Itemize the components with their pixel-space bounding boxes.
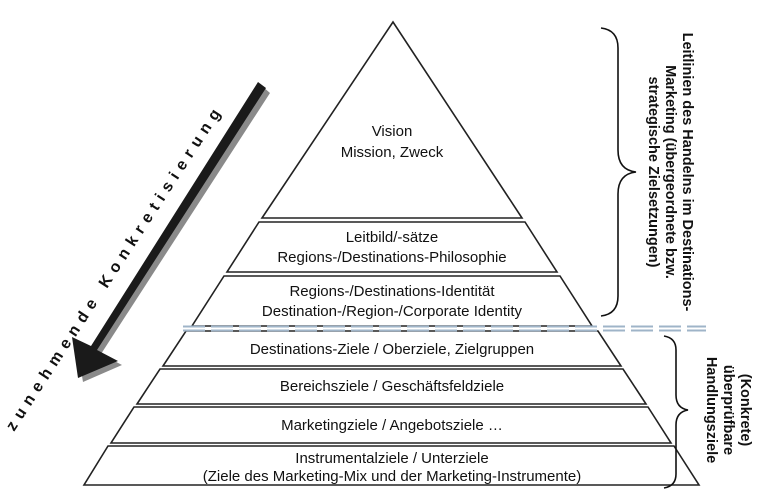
- pyramid-level-5-shape: [135, 368, 648, 405]
- level-4-line-1: Destinations-Ziele / Oberziele, Zielgrup…: [250, 341, 534, 358]
- lower-bracket-text: (Konkrete) überprüfbare Handlungsziele: [703, 357, 753, 463]
- upper-bracket-line-2: Marketing (übergeordnete bzw.: [662, 65, 678, 279]
- pyramid-level-2-shape: [225, 221, 559, 273]
- level-3-line-2: Destination-/Region-/Corporate Identity: [262, 303, 523, 320]
- level-2-line-1: Leitbild/-sätze: [346, 229, 439, 246]
- pyramid-level-4-shape: [161, 330, 623, 367]
- pyramid: [82, 20, 701, 486]
- lower-curly-bracket: [663, 335, 689, 489]
- pyramid-level-7-shape: [82, 445, 701, 486]
- level-5-line-1: Bereichsziele / Geschäftsfeldziele: [280, 378, 504, 395]
- upper-bracket-line-3: strategische Zielsetzungen): [645, 77, 661, 268]
- arrow-shadow-shape: [76, 86, 270, 382]
- strategic-operational-divider: [183, 325, 706, 332]
- lower-bracket-line-2: überprüfbare: [720, 365, 736, 455]
- pyramid-level-6-shape: [109, 406, 673, 444]
- level-3-line-1: Regions-/Destinations-Identität: [289, 283, 495, 300]
- level-1-line-2: Mission, Zweck: [341, 144, 444, 161]
- level-6-line-1: Marketingziele / Angebotsziele …: [281, 417, 503, 434]
- upper-curly-bracket: [600, 27, 637, 317]
- lower-bracket-line-1: (Konkrete): [737, 374, 753, 447]
- upper-bracket-text: Leitlinien des Handelns im Destinations-…: [645, 33, 695, 312]
- level-2-line-2: Regions-/Destinations-Philosophie: [277, 249, 506, 266]
- lower-bracket-line-3: Handlungsziele: [703, 357, 719, 463]
- level-1-line-1: Vision: [372, 123, 413, 140]
- level-7-line-1: Instrumentalziele / Unterziele: [295, 450, 488, 467]
- arrow-shape: [72, 82, 266, 378]
- pyramid-apex-shape: [260, 20, 524, 219]
- level-7-line-2: (Ziele des Marketing-Mix und der Marketi…: [203, 468, 581, 485]
- upper-bracket-line-1: Leitlinien des Handelns im Destinations-: [679, 33, 695, 312]
